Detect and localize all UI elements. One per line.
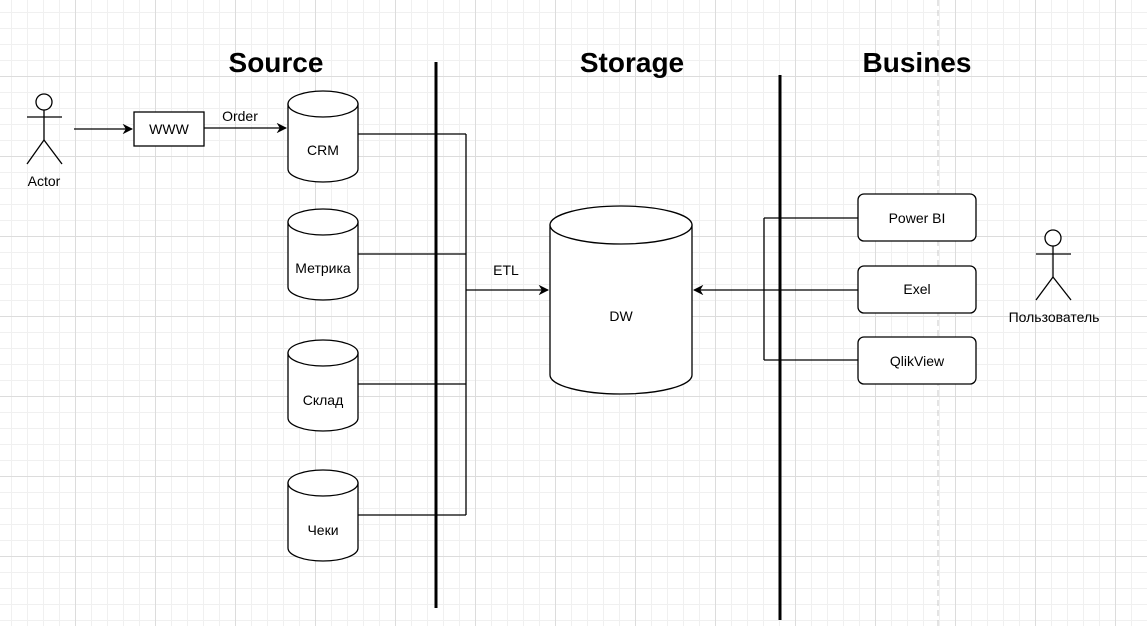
cheki-label: Чеки [307,522,338,538]
user-figure[interactable] [1035,229,1072,301]
dw-database[interactable]: DW [549,205,693,395]
qlikview-label: QlikView [890,353,945,369]
crm-database[interactable]: CRM [287,90,359,183]
qlikview-node[interactable]: QlikView [857,336,977,385]
metrika-database[interactable]: Метрика [287,208,359,301]
crm-label: CRM [307,142,339,158]
etl-connectors [358,133,467,516]
exel-label: Exel [903,281,930,297]
actor-label: Actor [28,173,61,189]
www-label: WWW [149,121,189,137]
source-heading: Source [229,47,324,78]
www-node[interactable]: WWW [133,111,205,147]
storage-heading: Storage [580,47,684,78]
cheki-database[interactable]: Чеки [287,469,359,562]
powerbi-node[interactable]: Power BI [857,193,977,242]
user-label: Пользователь [1009,309,1100,325]
business-connectors [763,217,858,361]
business-heading: Busines [863,47,972,78]
dw-label: DW [609,308,633,324]
sklad-label: Склад [303,392,344,408]
metrika-label: Метрика [295,260,351,276]
etl-edge-label: ETL [493,262,519,278]
order-edge-label: Order [222,108,258,124]
powerbi-label: Power BI [889,210,946,226]
sklad-database[interactable]: Склад [287,339,359,432]
actor-figure[interactable] [26,93,63,165]
exel-node[interactable]: Exel [857,265,977,314]
